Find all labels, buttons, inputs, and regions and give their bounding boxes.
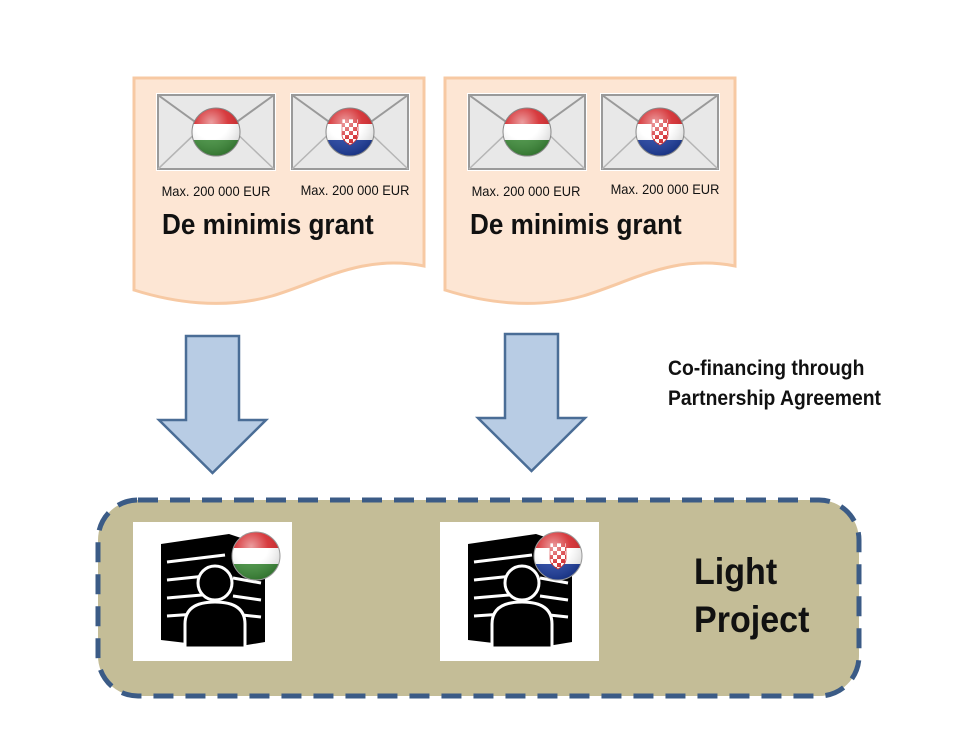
envelope-hungary bbox=[467, 93, 587, 171]
light-project-title-line-1: Light bbox=[694, 551, 778, 592]
croatia-flag-icon bbox=[635, 107, 685, 157]
max-amount-label: Max. 200 000 EUR bbox=[471, 183, 581, 199]
light-project-title-line-2: Project bbox=[694, 599, 810, 640]
grant-document-2: Max. 200 000 EUR Max. 200 000 EUR De min… bbox=[443, 76, 737, 311]
cofinancing-label: Co-financing through Partnership Agreeme… bbox=[668, 354, 881, 414]
croatia-flag-icon bbox=[533, 531, 583, 581]
light-project-title: Light Project bbox=[694, 548, 809, 644]
cofinancing-line-2: Partnership Agreement bbox=[668, 387, 881, 410]
organization-croatia bbox=[440, 522, 599, 661]
down-arrow-icon bbox=[155, 334, 270, 475]
envelope-croatia bbox=[600, 93, 720, 171]
grant-title: De minimis grant bbox=[162, 209, 374, 241]
envelope-croatia bbox=[290, 93, 410, 171]
max-amount-label: Max. 200 000 EUR bbox=[161, 183, 271, 199]
hungary-flag-icon bbox=[502, 107, 552, 157]
organization-building-person-icon bbox=[161, 534, 265, 650]
organization-hungary bbox=[133, 522, 292, 661]
max-amount-label: Max. 200 000 EUR bbox=[610, 181, 720, 197]
croatia-flag-icon bbox=[325, 107, 375, 157]
grant-title: De minimis grant bbox=[470, 209, 682, 241]
grant-document-1: Max. 200 000 EUR Max. 200 000 EUR De min… bbox=[132, 76, 426, 311]
hungary-flag-icon bbox=[191, 107, 241, 157]
max-amount-label: Max. 200 000 EUR bbox=[300, 182, 410, 198]
envelope-hungary bbox=[156, 93, 276, 171]
cofinancing-line-1: Co-financing through bbox=[668, 357, 865, 380]
hungary-flag-icon bbox=[231, 531, 281, 581]
down-arrow-icon bbox=[474, 332, 589, 473]
